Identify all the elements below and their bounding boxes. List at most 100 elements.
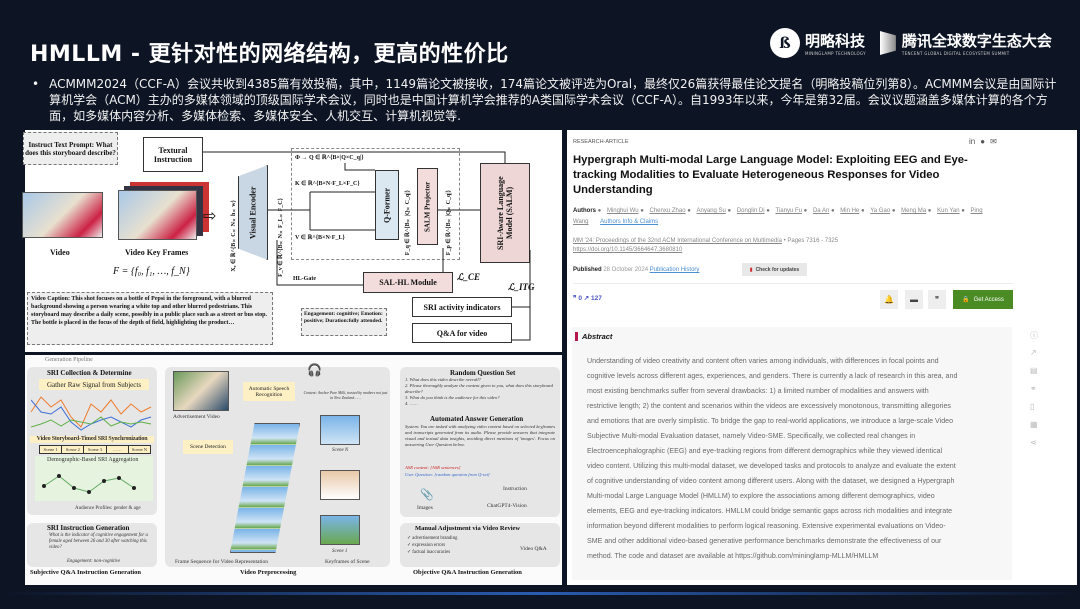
bookmark-icon: ▮: [749, 266, 753, 273]
check-item: ✓ advertisement branding: [407, 536, 458, 541]
check-updates-label: Check for updates: [755, 266, 800, 273]
abstract-line: Electroencephalographic (EEG) and eye-tr…: [587, 447, 943, 455]
demo-title: Demographic-Based SRI Aggregation: [47, 457, 139, 463]
mininglamp-en: MININGLAMP TECHNOLOGY: [805, 51, 866, 56]
abstract-line: restrictive length; 2) the content and s…: [587, 402, 951, 410]
author-link[interactable]: Ya Gao: [870, 208, 891, 214]
gather-signal: Gather Raw Signal from Subjects: [39, 379, 149, 390]
proceedings-link[interactable]: MM '24: Proceedings of the 32nd ACM Inte…: [573, 238, 782, 244]
frames-formula: F = {f₀, f₁, …, f_N}: [113, 266, 190, 277]
check-updates-button[interactable]: ▮Check for updates: [742, 263, 807, 276]
signal-chart: [31, 396, 152, 431]
sync-title: Video Storyboard-Timed SRI Synchronizati…: [30, 436, 154, 443]
author-link[interactable]: Anyang Su: [696, 208, 726, 214]
mininglamp-mark-icon: ß: [770, 28, 800, 58]
get-access-label: Get Access: [973, 296, 1004, 303]
get-access-button[interactable]: 🔒Get Access: [953, 290, 1013, 309]
abstract-line: cognitive levels across different ages, …: [587, 372, 958, 380]
profiles-label: Audience Profiles: gender & age: [75, 506, 141, 511]
cite-button[interactable]: ❞: [928, 290, 946, 309]
alert-bell-button[interactable]: 🔔: [880, 290, 898, 309]
bell-icon: 🔔: [884, 295, 894, 304]
abstract-line: Understanding of video creativity and co…: [587, 357, 939, 365]
keyframes-scene-label: Keyframes of Scene: [325, 559, 370, 565]
abstract-line: video content. Utilizing this multi-moda…: [587, 462, 956, 470]
manual-title: Manual Adjustment via Video Review: [415, 525, 521, 532]
scene-cell: Scene 3: [84, 446, 107, 453]
aag-title: Automated Answer Generation: [430, 415, 524, 423]
author-link[interactable]: Donglin Di: [736, 208, 765, 214]
connector-arrows: [203, 151, 531, 341]
article-type: RESEARCH-ARTICLE: [573, 139, 629, 145]
objective-label: Objective Q&A Instruction Generation: [413, 569, 522, 576]
abstract-line: elements, EEG and eye-tracking indicator…: [587, 507, 953, 515]
bullet-text: ACMMM2024（CCF-A）会议共收到4385篇有效投稿，其中，1149篇论…: [49, 77, 1057, 123]
author-link[interactable]: Ping Wang: [573, 208, 983, 225]
frame-seq-label: Frame Sequence for Video Representation: [175, 559, 269, 565]
linkedin-icon[interactable]: in: [969, 137, 976, 146]
share-icon[interactable]: ⋖: [1030, 438, 1037, 447]
quote-icon: ❞: [934, 295, 940, 304]
sal-hl-module: SAL-HL Module: [363, 272, 453, 293]
question-list: 1. What does this video describe overall…: [405, 377, 555, 407]
qa-for-video: Q&A for video: [412, 323, 512, 343]
aggregation-points: [42, 474, 136, 494]
author-link[interactable]: Tianyu Fu: [775, 208, 802, 214]
pdf-icon[interactable]: ▯: [1030, 402, 1035, 411]
sri-instruction-panel: [27, 523, 157, 567]
tencent-en: TENCENT GLOBAL DIGITAL ECOSYSTEM SUMMIT: [901, 51, 1010, 56]
manual-panel: [400, 523, 560, 567]
q-label: Φ → Q ∈ ℝ^{B×|Q×C_q|}: [295, 155, 364, 161]
scene-1-label: Scene 1: [332, 549, 348, 554]
scene-cell: Scene 2: [62, 446, 85, 453]
publication-history-link[interactable]: Publication History: [649, 267, 700, 273]
reddit-icon[interactable]: ●: [980, 137, 986, 146]
sri-answer: Engagement: non-cognitive: [67, 559, 121, 564]
check-item: ✓ expression errors: [407, 543, 446, 548]
authors-list: Authors ● Minghui Wu ● Chenxu Zhao ● Any…: [573, 206, 993, 228]
link-icon[interactable]: ⚭: [1030, 384, 1037, 393]
architecture-figure: Instruct Text Prompt: What does this sto…: [22, 130, 562, 352]
headset-icon: 🎧: [307, 363, 322, 377]
author-link[interactable]: Kun Yan: [937, 208, 960, 214]
abstract-section: Abstract Understanding of video creativi…: [572, 327, 1012, 580]
scene-detection: Scene Detection: [183, 440, 233, 454]
chart-icon[interactable]: ↗: [1030, 348, 1037, 357]
textural-instruction: Textural Instruction: [143, 137, 203, 172]
question-item: 4. ……: [405, 401, 418, 406]
author-link[interactable]: Chenxu Zhao: [649, 208, 686, 214]
question-item: 2. Please thoroughly analyze the content…: [405, 383, 553, 394]
authors-info-link[interactable]: Authors Info & Claims: [600, 219, 659, 225]
download-count: 127: [591, 295, 602, 302]
table-icon[interactable]: ▦: [1030, 420, 1038, 429]
abstract-text: Understanding of video creativity and co…: [587, 354, 957, 564]
acm-paper-page: RESEARCH-ARTICLE in●✉ Hypergraph Multi-m…: [567, 130, 1077, 585]
abstract-line: most existing benchmarks suffer from sev…: [587, 387, 929, 395]
bullet-point: •ACMMM2024（CCF-A）会议共收到4385篇有效投稿，其中，1149篇…: [32, 76, 1062, 124]
subjective-label: Subjective Q&A Instruction Generation: [30, 569, 142, 576]
metrics: ❞ 0 ↗ 127: [573, 294, 602, 302]
gpt-label: ChatGPT4-Vision: [487, 503, 527, 509]
instruct-prompt: Instruct Text Prompt: What does this sto…: [23, 132, 118, 165]
lce-label: ℒ_CE: [457, 272, 480, 282]
video-caption: Video Caption: This shot focuses on a bo…: [27, 292, 273, 345]
hl-gate-label: HL-Gate: [293, 276, 316, 282]
author-link[interactable]: Min He: [840, 208, 860, 214]
authors-label: Authors: [573, 208, 596, 214]
doi-link[interactable]: https://doi.org/10.1145/3664647.3680810: [573, 247, 683, 253]
sri-question: What is the indicator of cognitive engag…: [49, 533, 148, 550]
info-icon[interactable]: ⓘ: [1030, 331, 1038, 340]
generation-pipeline-figure: Generation Pipeline SRI Collection & Det…: [25, 355, 562, 585]
author-link[interactable]: Minghui Wu: [606, 208, 639, 214]
keyframes-stack: [118, 190, 197, 240]
email-icon[interactable]: ✉: [990, 137, 997, 146]
author-link[interactable]: Da An: [812, 208, 830, 214]
author-link[interactable]: Meng Ma: [901, 208, 927, 214]
document-icon[interactable]: ▤: [1030, 366, 1038, 375]
abstract-line: method. The code and dataset are availab…: [587, 552, 879, 560]
images-label: Images: [417, 505, 433, 511]
add-folder-button[interactable]: ▬: [905, 290, 923, 309]
sri-collect-title: SRI Collection & Determine: [47, 369, 132, 377]
